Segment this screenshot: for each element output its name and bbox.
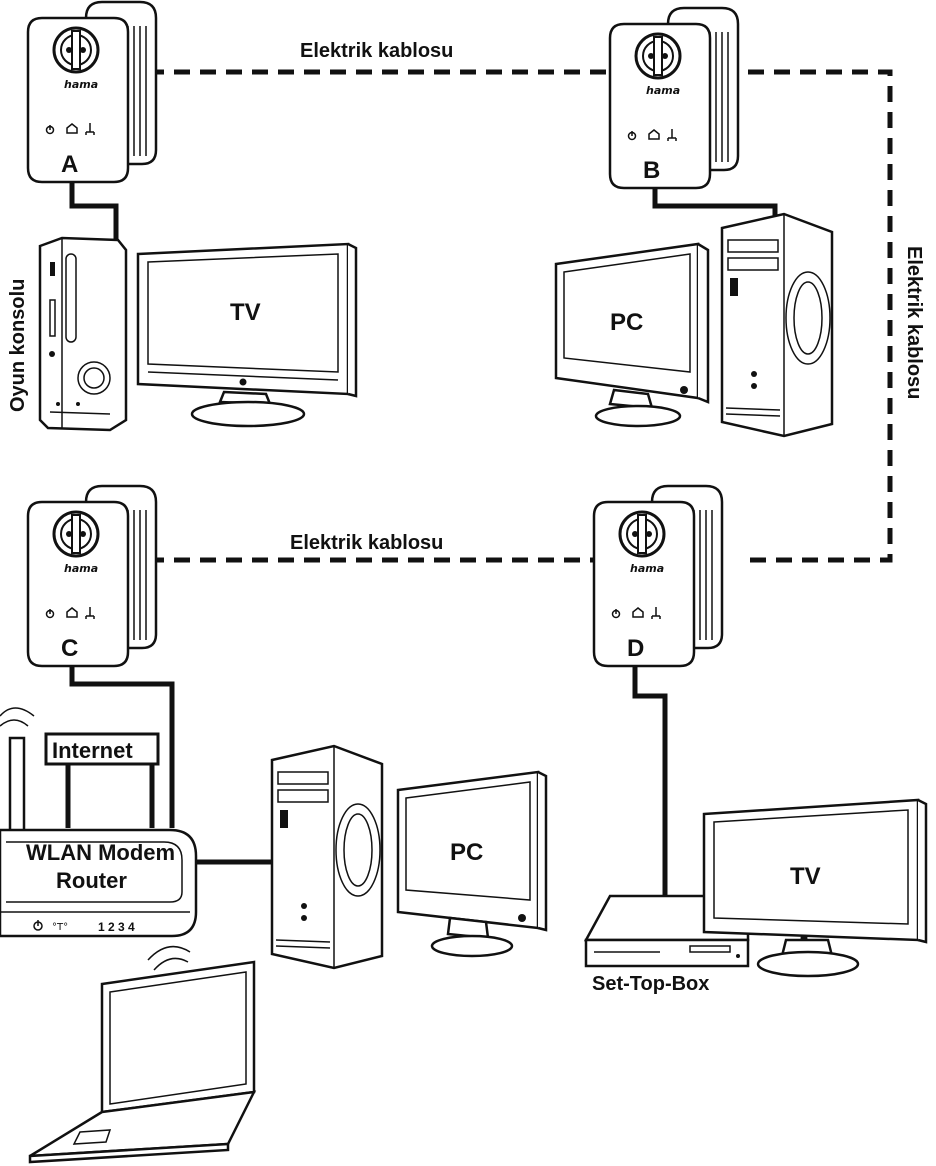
router-label-line1: WLAN Modem [26, 840, 175, 865]
pc-bottom-label: PC [450, 839, 483, 866]
powerline-label-middle: Elektrik kablosu [290, 532, 443, 554]
adapter-a: hama A [26, 0, 158, 184]
powerline-label-top: Elektrik kablosu [300, 40, 453, 62]
adapter-brand: hama [646, 84, 680, 97]
tv-top-label: TV [230, 299, 261, 326]
cable-d-settop [632, 664, 668, 900]
pc-top-label: PC [610, 309, 643, 336]
adapter-letter-b: B [643, 157, 660, 184]
router-label-line2: Router [56, 868, 127, 893]
adapter-brand: hama [630, 562, 664, 575]
laptop [28, 945, 257, 1164]
internet-label: Internet [52, 738, 133, 763]
adapter-letter-a: A [61, 151, 78, 178]
pc-bottom-tower [270, 744, 384, 970]
pc-top-monitor [554, 242, 710, 428]
tv-top [136, 242, 358, 428]
cable-a-console [69, 168, 119, 242]
adapter-b: hama B [608, 6, 740, 190]
adapter-d: hama D [592, 484, 724, 668]
wlan-router: °T° [0, 707, 198, 938]
router-ports: 1 2 3 4 [98, 920, 135, 934]
adapter-brand: hama [64, 562, 98, 575]
pc-bottom-monitor [396, 770, 548, 958]
wifi-indicator-icon: °T° [52, 922, 68, 933]
adapter-letter-c: C [61, 635, 78, 662]
adapter-c: hama C [26, 484, 158, 668]
adapter-letter-d: D [627, 635, 644, 662]
tv-bottom [702, 798, 928, 978]
console-label: Oyun konsolu [7, 279, 29, 412]
powerline-cable-right [722, 69, 893, 563]
powerline-label-right: Elektrik kablosu [903, 246, 925, 399]
pc-top-tower [720, 212, 834, 438]
internet-box [44, 732, 160, 766]
settop-label: Set-Top-Box [592, 973, 709, 995]
tv-bottom-label: TV [790, 863, 821, 890]
cable-c-router [69, 664, 175, 828]
game-console [38, 236, 128, 432]
adapter-brand: hama [64, 78, 98, 91]
